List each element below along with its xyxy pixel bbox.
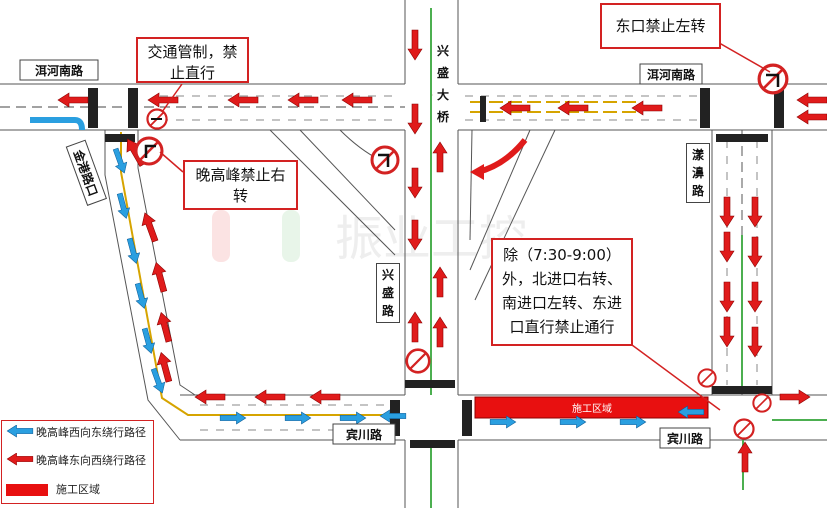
label-erhe-south-west: 洱河南路 xyxy=(35,63,84,78)
legend-item-zone: 施工区域 xyxy=(6,483,100,496)
legend-zone-swatch xyxy=(6,483,48,496)
label-yanghe-road: 漾濞路 xyxy=(686,143,710,203)
crosswalks xyxy=(88,88,784,448)
sign-ramp-no-left xyxy=(370,145,400,175)
construction-zone-label: 施工区域 xyxy=(572,402,612,415)
sign-no-straight xyxy=(146,108,168,130)
sign-no-right-turn xyxy=(134,136,164,166)
legend: 晚高峰西向东绕行路径 晚高峰东向西绕行路径 施工区域 xyxy=(1,420,154,504)
legend-red-label: 晚高峰东向西绕行路径 xyxy=(36,453,146,467)
callout-exception-rules: 除（7:30-9:00）外，北进口右转、南进口左转、东进口直行禁止通行 xyxy=(491,238,633,346)
legend-item-blue: 晚高峰西向东绕行路径 xyxy=(6,425,148,439)
callout-evening-no-right-turn: 晚高峰禁止右转 xyxy=(183,160,298,210)
label-xingsheng-bridge: 兴盛大桥 xyxy=(433,40,453,128)
callout-east-no-left-turn: 东口禁止左转 xyxy=(600,3,721,49)
legend-blue-arrow-icon xyxy=(6,425,34,438)
ramp-red-arrow-head xyxy=(470,164,484,180)
sign-east-no-left xyxy=(757,63,789,95)
legend-item-red: 晚高峰东向西绕行路径 xyxy=(6,453,148,467)
label-xingsheng-road: 兴盛路 xyxy=(376,263,400,323)
ramp-red-arrow xyxy=(477,138,528,175)
turn-blue-arrow xyxy=(30,117,85,131)
sign-xingsheng-south xyxy=(405,348,431,374)
legend-blue-label: 晚高峰西向东绕行路径 xyxy=(36,425,146,439)
road-labels: 洱河南路 洱河南路 金港路口 宾川路 宾川路 xyxy=(19,59,711,449)
label-binchuan-east: 宾川路 xyxy=(667,431,704,446)
sign-south-entry xyxy=(733,418,755,440)
callout-traffic-control: 交通管制，禁止直行 xyxy=(136,37,249,83)
sign-east-entry xyxy=(752,393,772,413)
legend-red-arrow-icon xyxy=(6,453,34,466)
label-erhe-south-east: 洱河南路 xyxy=(647,67,696,82)
label-binchuan-west: 宾川路 xyxy=(346,427,383,442)
construction-zone: 施工区域 xyxy=(474,396,709,419)
legend-zone-label: 施工区域 xyxy=(56,483,100,496)
watermark: 振业工控 xyxy=(212,210,527,267)
sign-north-entry xyxy=(697,368,717,388)
